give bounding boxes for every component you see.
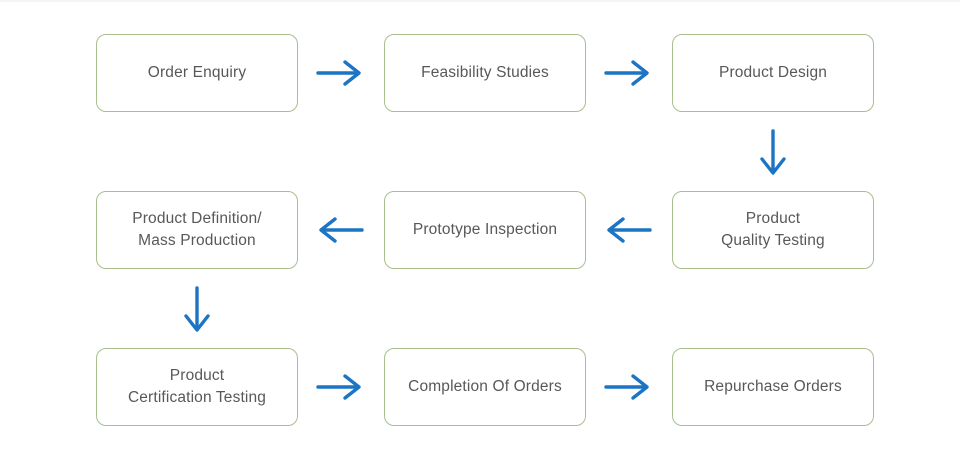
flow-node-product-design[interactable]: Product Design	[672, 34, 874, 112]
flow-node-label: Repurchase Orders	[704, 377, 842, 395]
flow-node-completion-of-orders[interactable]: Completion Of Orders	[384, 348, 586, 426]
flow-node-repurchase-orders[interactable]: Repurchase Orders	[672, 348, 874, 426]
flow-node-label: Prototype Inspection	[412, 220, 558, 238]
flow-node-label: Product Quality Testing	[721, 209, 825, 249]
flow-node-label: Order Enquiry	[147, 63, 247, 81]
arrow-right-icon-feasibility-studies-to-product-design	[598, 56, 658, 90]
flow-node-label: Product Definition/ Mass Production	[132, 209, 262, 249]
flow-node-product-certification-testing[interactable]: Product Certification Testing	[96, 348, 298, 426]
flow-node-label: Completion Of Orders	[408, 377, 562, 395]
arrow-down-icon-product-design-to-product-quality-testing	[756, 126, 790, 182]
flow-node-label: Feasibility Studies	[421, 63, 549, 81]
arrow-left-icon-product-quality-testing-to-prototype-inspection	[598, 213, 658, 247]
flow-node-product-quality-testing[interactable]: Product Quality Testing	[672, 191, 874, 269]
flow-node-label: Product Certification Testing	[127, 366, 267, 406]
arrow-right-icon-order-enquiry-to-feasibility-studies	[310, 56, 370, 90]
arrow-left-icon-prototype-inspection-to-product-definition	[310, 213, 370, 247]
flow-node-order-enquiry[interactable]: Order Enquiry	[96, 34, 298, 112]
arrow-right-icon-completion-of-orders-to-repurchase-orders	[598, 370, 658, 404]
arrow-right-icon-product-certification-to-completion-of-orders	[310, 370, 370, 404]
flow-node-product-definition-mass-production[interactable]: Product Definition/ Mass Production	[96, 191, 298, 269]
flow-node-label: Product Design	[718, 63, 828, 81]
top-divider	[0, 0, 960, 2]
flow-node-prototype-inspection[interactable]: Prototype Inspection	[384, 191, 586, 269]
flow-node-feasibility-studies[interactable]: Feasibility Studies	[384, 34, 586, 112]
arrow-down-icon-product-definition-to-product-certification-testing	[180, 283, 214, 339]
